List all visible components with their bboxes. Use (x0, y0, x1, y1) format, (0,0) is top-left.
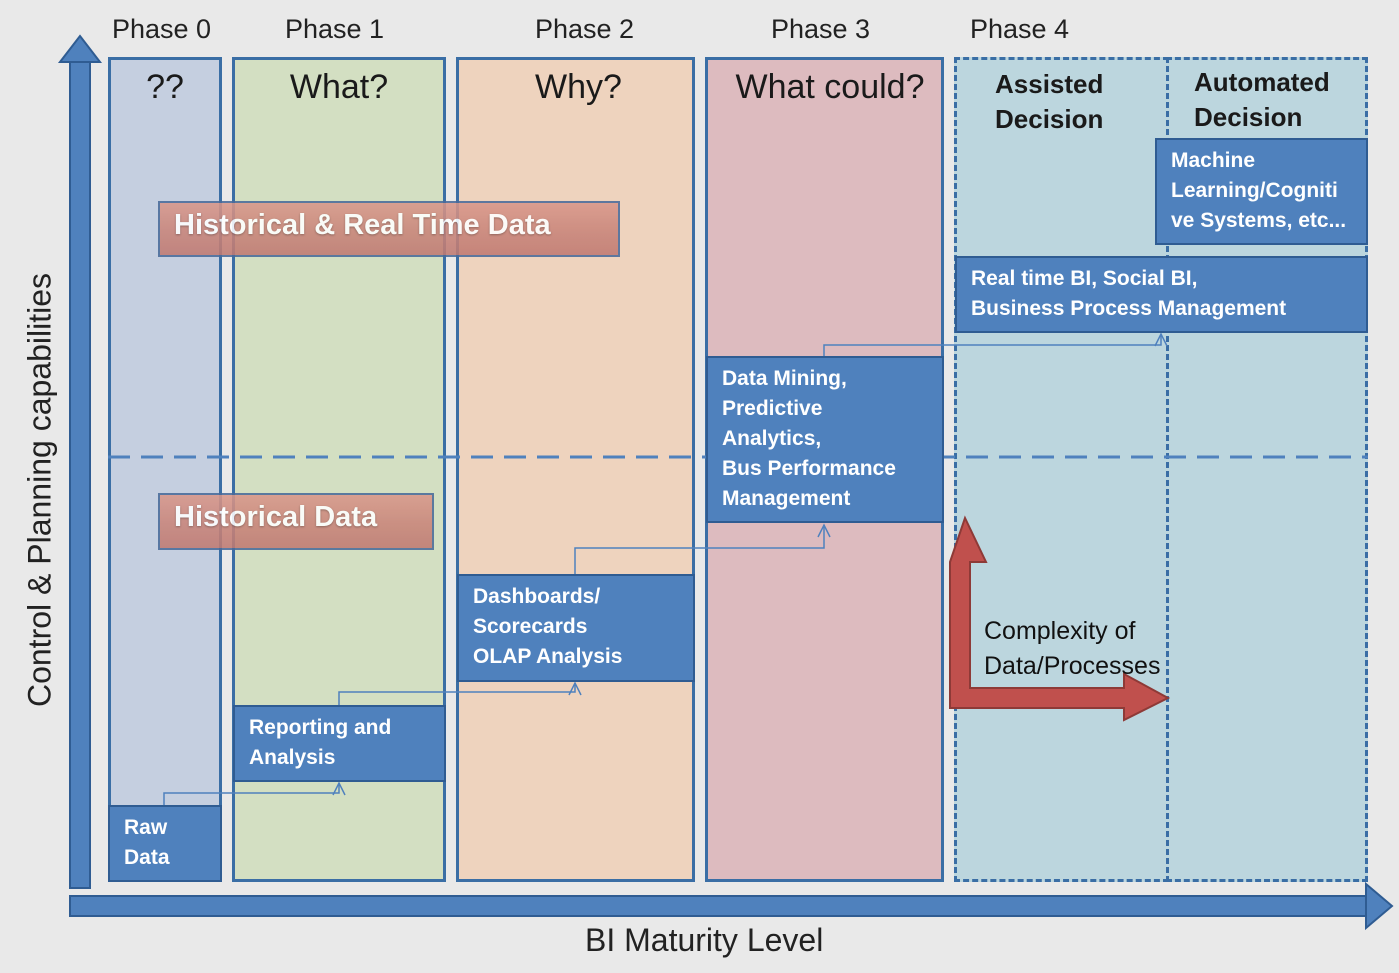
realtime-bi-line-1: Real time BI, Social BI, (971, 267, 1198, 290)
phase0-column (108, 57, 222, 882)
phase1-label: Phase 1 (285, 14, 385, 44)
reporting-line-2: Analysis (249, 746, 336, 769)
mining-line-2: Predictive (722, 397, 823, 420)
phase0-question: ?? (146, 68, 184, 106)
mining-line-3: Analytics, (722, 427, 822, 450)
connector-raw-to-reporting (163, 783, 340, 805)
phase4-label: Phase 4 (970, 14, 1070, 44)
complexity-arrow (949, 515, 1171, 722)
assisted-line-1: Assisted (995, 69, 1104, 99)
reporting-box: Reporting and Analysis (233, 705, 446, 782)
phase3-label: Phase 3 (771, 14, 871, 44)
mining-line-4: Bus Performance (722, 457, 896, 480)
connector-dashboards-to-mining-head (817, 523, 831, 538)
connector-reporting-to-dashboards (338, 683, 576, 705)
x-axis-shaft (69, 895, 1369, 917)
y-axis-shaft (69, 59, 91, 889)
dashboards-line-2: Scorecards (473, 615, 588, 638)
y-axis-head (57, 34, 103, 63)
y-axis-label: Control & Planning capabilities (21, 272, 58, 708)
machine-learning-box: Machine Learning/Cogniti ve Systems, etc… (1155, 138, 1368, 245)
phase4-assisted-column (954, 57, 1169, 882)
x-axis-label: BI Maturity Level (585, 922, 824, 958)
dashboards-box: Dashboards/ Scorecards OLAP Analysis (457, 574, 695, 682)
raw-data-box: Raw Data (108, 805, 222, 882)
raw-data-line-1: Raw (124, 816, 168, 839)
automated-line-1: Automated (1194, 67, 1330, 97)
ml-line-1: Machine (1171, 149, 1256, 172)
dashboards-line-3: OLAP Analysis (473, 645, 623, 668)
historical-realtime-band: Historical & Real Time Data (158, 201, 620, 257)
phase2-label: Phase 2 (535, 14, 635, 44)
x-axis-head (1365, 881, 1394, 931)
connector-raw-to-reporting-head (332, 781, 346, 796)
phase2-column (456, 57, 695, 882)
raw-data-line-2: Data (124, 846, 170, 869)
dashboards-line-1: Dashboards/ (473, 585, 601, 608)
ml-line-3: ve Systems, etc... (1171, 209, 1347, 232)
complexity-line-1: Complexity of (984, 617, 1136, 645)
phase1-question: What? (289, 68, 389, 106)
automated-decision-label: Automated Decision (1194, 65, 1330, 135)
ml-line-2: Learning/Cogniti (1171, 179, 1338, 202)
phase2-question: Why? (535, 68, 622, 106)
realtime-bi-box: Real time BI, Social BI, Business Proces… (955, 256, 1368, 333)
connector-dashboards-to-mining (574, 525, 825, 574)
mining-line-5: Management (722, 487, 851, 510)
complexity-line-2: Data/Processes (984, 652, 1161, 680)
phase3-question: What could? (735, 68, 925, 106)
realtime-bi-line-2: Business Process Management (971, 297, 1287, 320)
connector-mining-to-realtime (823, 334, 1162, 357)
connector-reporting-to-dashboards-head (568, 681, 582, 696)
historical-data-band: Historical Data (158, 493, 434, 550)
mining-line-1: Data Mining, (722, 367, 847, 390)
automated-line-2: Decision (1194, 102, 1303, 132)
data-mining-box: Data Mining, Predictive Analytics, Bus P… (706, 356, 944, 523)
reporting-line-1: Reporting and (249, 716, 392, 739)
assisted-decision-label: Assisted Decision (995, 67, 1103, 137)
phase0-label: Phase 0 (112, 14, 212, 44)
assisted-line-2: Decision (995, 104, 1104, 134)
connector-mining-to-realtime-head (1154, 332, 1168, 347)
complexity-label: Complexity of Data/Processes (984, 614, 1160, 684)
